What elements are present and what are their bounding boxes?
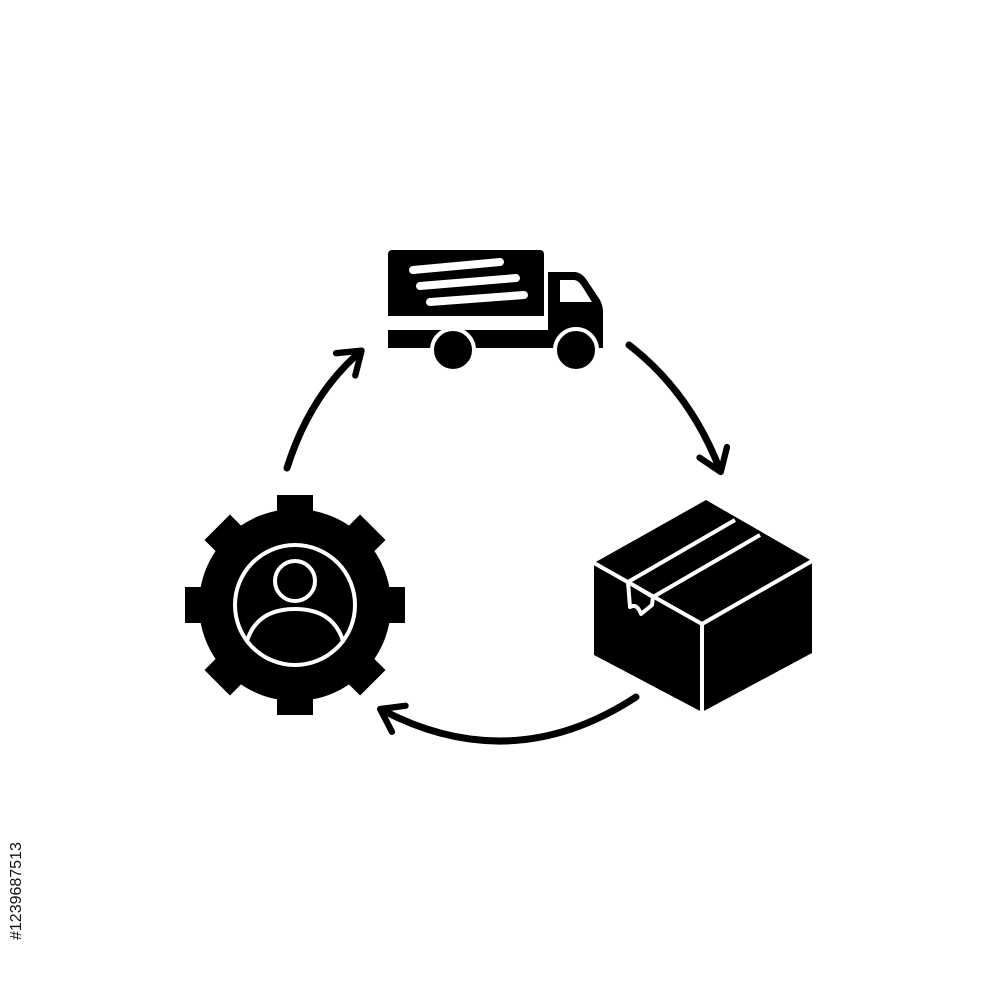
arrow-truck-to-box [625, 341, 731, 476]
arrow-gear-to-truck [283, 347, 365, 472]
arrow-box-to-gear [376, 693, 640, 745]
package-box-icon [593, 500, 813, 712]
gear-user-icon [185, 495, 405, 715]
delivery-truck-icon [388, 250, 603, 373]
stock-id-label: #1239687513 [8, 842, 25, 940]
